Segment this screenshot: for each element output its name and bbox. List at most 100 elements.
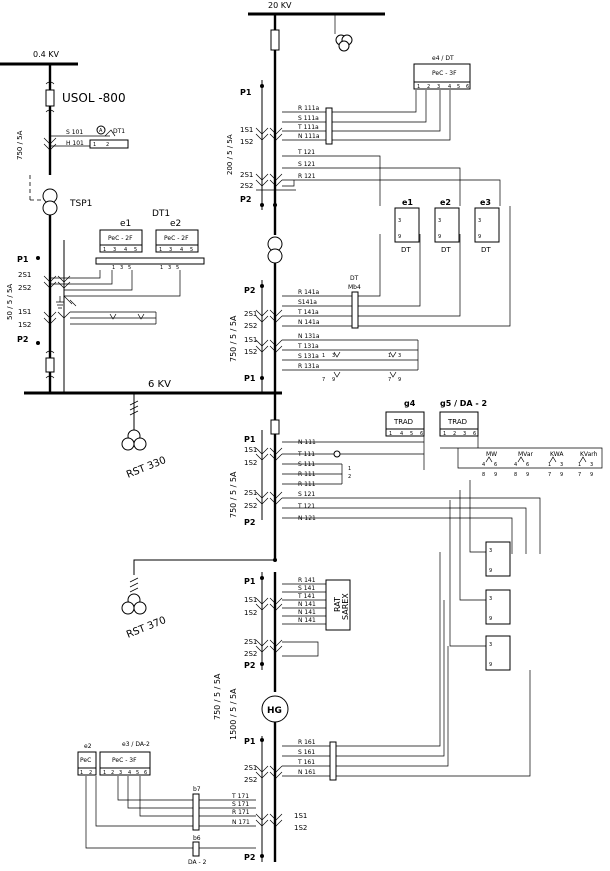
svg-text:6: 6 [494,462,497,468]
svg-text:2S1: 2S1 [244,489,257,497]
svg-text:2S2: 2S2 [244,322,257,330]
svg-text:9: 9 [332,377,335,383]
svg-text:P1: P1 [244,435,256,444]
busbar-6kv: 6 KV [24,379,282,395]
svg-text:4: 4 [124,247,127,253]
svg-text:9: 9 [494,472,497,478]
svg-text:e4 / DT: e4 / DT [432,55,454,62]
svg-text:P2: P2 [240,195,251,204]
svg-text:MW: MW [486,451,497,458]
svg-text:9: 9 [526,472,529,478]
svg-text:5: 5 [128,265,131,271]
busbar-20kv-label: 20 KV [268,1,292,10]
mv-incoming-ct-ratio: 750 / 5 / 5A [229,315,238,362]
svg-text:2S1: 2S1 [244,764,257,772]
gen-ct-ratio-750: 750 / 5 / 5A [213,673,222,720]
aux-wire-h101: H 101 [66,140,84,147]
dt-right-1-box [485,541,511,577]
svg-text:2: 2 [453,431,456,437]
svg-text:e2: e2 [170,219,181,229]
svg-text:9: 9 [489,662,492,668]
svg-text:7: 7 [548,472,551,478]
tsp1-label: TSP1 [69,199,92,209]
svg-text:8: 8 [514,472,517,478]
svg-text:1: 1 [578,462,581,468]
svg-text:g5 / DA - 2: g5 / DA - 2 [440,399,487,408]
svg-text:4: 4 [482,462,485,468]
svg-text:1: 1 [103,247,106,253]
mv-transformer-ct-ratio: 750 / 5 / 5A [229,471,238,518]
svg-text:N 141: N 141 [298,601,316,608]
svg-text:R 171: R 171 [232,809,250,816]
svg-text:5: 5 [190,247,193,253]
dt-right-3-box [485,635,511,671]
svg-text:6: 6 [144,770,147,776]
svg-text:5: 5 [410,431,413,437]
svg-text:1S2: 1S2 [294,824,307,832]
svg-text:b6: b6 [193,835,201,842]
svg-text:1: 1 [388,353,391,359]
svg-text:3: 3 [437,84,440,90]
ammeter-icon [96,125,106,135]
svg-text:3: 3 [438,218,441,224]
svg-text:1S2: 1S2 [18,321,31,329]
dt-e3-box [474,207,500,243]
aux-wire-s101: S 101 [66,129,83,136]
svg-text:2S1: 2S1 [240,171,253,179]
svg-text:S 111: S 111 [298,461,315,468]
svg-text:P1: P1 [244,737,256,746]
svg-text:P1: P1 [244,374,256,383]
mv-incoming: P2 2S1 2S2 1S1 1S2 P1 750 / 5 / 5A R 141… [229,206,511,383]
svg-text:PeC - 3F: PeC - 3F [432,70,457,77]
busbar-04kv: 0.4 KV [0,50,78,66]
aux-secondary-ct-ratio: 50 / 5 / 5A [6,284,14,320]
svg-text:7: 7 [322,377,325,383]
svg-text:7: 7 [388,377,391,383]
svg-text:1: 1 [160,265,163,271]
svg-text:PeC - 3F: PeC - 3F [112,757,137,764]
rst370-label: RST 370 [125,615,168,641]
svg-text:T 161: T 161 [297,759,315,766]
svg-text:1S1: 1S1 [244,446,257,454]
svg-text:1S1: 1S1 [240,126,253,134]
hv-ct-ratio: 200 / 5 / 5A [226,134,234,175]
svg-text:TRAD: TRAD [393,418,413,426]
svg-text:1S1: 1S1 [294,812,307,820]
svg-text:2S2: 2S2 [18,284,31,292]
svg-text:N 141: N 141 [298,609,316,616]
svg-text:g4: g4 [404,399,416,408]
svg-text:N 111: N 111 [298,439,316,446]
svg-text:4: 4 [128,770,131,776]
svg-text:9: 9 [560,472,563,478]
svg-text:P2: P2 [244,661,255,670]
svg-text:b7: b7 [193,786,201,793]
svg-text:1: 1 [443,431,446,437]
svg-text:3: 3 [463,431,466,437]
generator-hg-label: HG [267,706,282,716]
svg-text:9: 9 [590,472,593,478]
svg-text:2: 2 [106,142,109,148]
svg-text:1: 1 [348,466,351,472]
svg-text:DT1: DT1 [152,209,170,219]
dt-e1-box [394,207,420,243]
svg-text:P1: P1 [17,255,29,264]
svg-text:KWA: KWA [550,451,564,458]
svg-text:R 131a: R 131a [298,363,320,370]
svg-text:4: 4 [514,462,517,468]
svg-text:7: 7 [578,472,581,478]
svg-text:9: 9 [398,377,401,383]
svg-text:1: 1 [389,431,392,437]
svg-text:6: 6 [420,431,423,437]
svg-text:DT: DT [441,246,451,254]
svg-text:R 111a: R 111a [298,105,320,112]
svg-text:R 111: R 111 [298,481,316,488]
svg-text:P2: P2 [244,286,255,295]
rat-sarex-box [325,579,351,631]
svg-text:N 141: N 141 [298,617,316,624]
aux-feeder: USOL -800 750 / 5A S 101 H 101 A DT1 1 2… [6,64,205,393]
svg-text:5: 5 [176,265,179,271]
svg-text:2S1: 2S1 [18,271,31,279]
svg-text:3: 3 [113,247,116,253]
svg-text:Mb4: Mb4 [348,284,361,291]
